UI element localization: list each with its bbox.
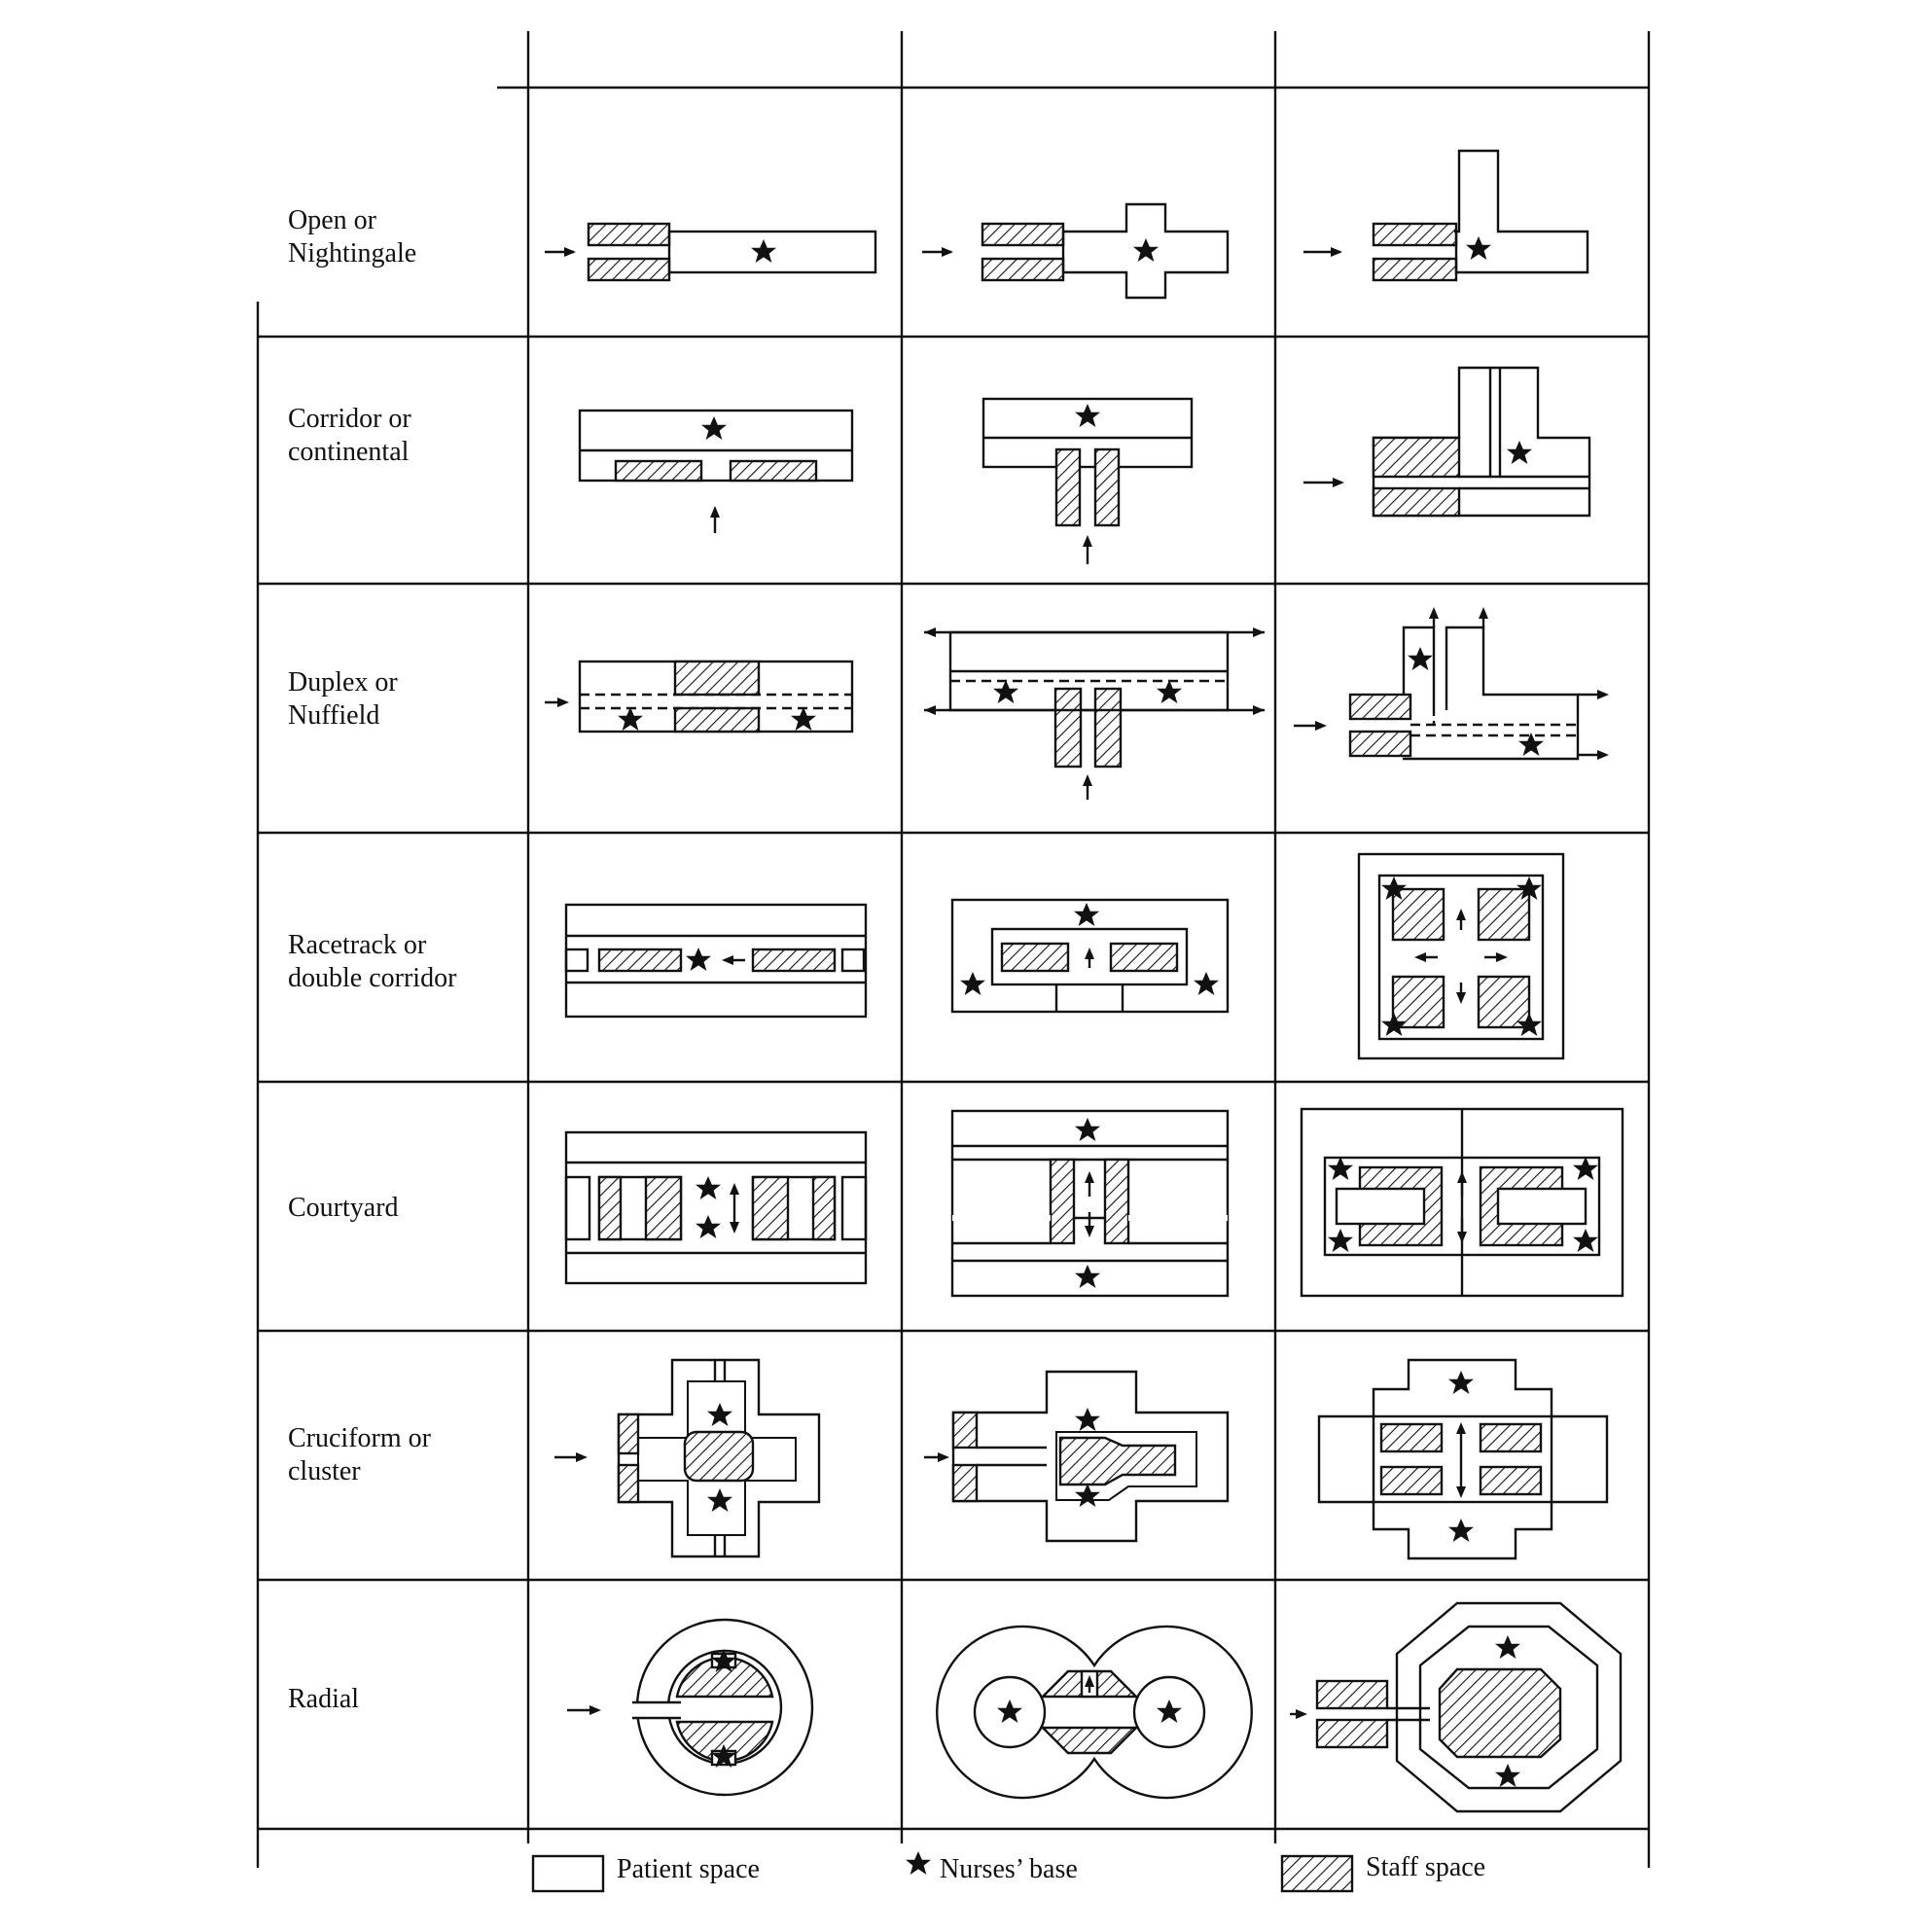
nightingale-plan-2 [922, 202, 1230, 300]
star-icon [696, 1176, 721, 1199]
staff-space-swatch [1280, 1854, 1354, 1893]
star-icon [707, 1488, 732, 1512]
row-label-corridor: Corridor or continental [288, 404, 411, 467]
corridor-plan-2 [981, 397, 1194, 564]
star-icon [701, 416, 727, 440]
row-label-racetrack: Racetrack or double corridor [288, 930, 457, 993]
star-icon [1157, 680, 1182, 703]
star-icon [1495, 1635, 1520, 1659]
racetrack-plan-1 [564, 903, 868, 1019]
star-icon [960, 972, 985, 995]
star-icon [791, 707, 816, 731]
star-icon [1133, 238, 1159, 262]
duplex-plan-2 [924, 627, 1265, 800]
star-icon [707, 1403, 732, 1426]
star-icon [696, 1215, 721, 1238]
radial-plan-2 [936, 1625, 1253, 1800]
legend [531, 1851, 1354, 1893]
radial-plan-3 [1290, 1601, 1623, 1813]
racetrack-plan-3 [1357, 852, 1565, 1060]
star-icon [1194, 972, 1219, 995]
star-icon [1448, 1519, 1474, 1542]
courtyard-plan-3 [1300, 1107, 1624, 1298]
radial-plan-1 [567, 1618, 814, 1797]
legend-staff-space: Staff space [1366, 1852, 1486, 1882]
star-icon [751, 239, 776, 263]
star-icon [906, 1851, 931, 1875]
courtyard-plan-2 [950, 1109, 1230, 1298]
cruciform-plan-1 [554, 1358, 821, 1558]
star-icon [1075, 1118, 1100, 1141]
star-icon [1448, 1371, 1474, 1394]
racetrack-plan-2 [950, 898, 1230, 1014]
star-icon [1408, 647, 1433, 670]
row-label-radial: Radial [288, 1684, 360, 1714]
star-icon [1466, 236, 1491, 260]
star-icon [1075, 1484, 1100, 1507]
patient-space-swatch [531, 1854, 605, 1893]
star-icon [1507, 441, 1532, 464]
duplex-plan-1 [545, 660, 854, 733]
star-icon [1075, 404, 1100, 427]
star-icon [686, 948, 711, 971]
star-icon [1573, 1157, 1598, 1180]
table-grid [256, 31, 1651, 1868]
star-icon [618, 707, 643, 731]
courtyard-plan-1 [564, 1130, 868, 1285]
star-icon [993, 680, 1018, 703]
corridor-plan-3 [1303, 366, 1591, 518]
nightingale-plan-1 [545, 222, 877, 282]
legend-nurses-base: Nurses’ base [940, 1854, 1078, 1884]
row-label-duplex: Duplex or Nuffield [288, 667, 398, 731]
cruciform-plan-2 [924, 1370, 1230, 1543]
row-label-cruciform: Cruciform or cluster [288, 1423, 431, 1486]
legend-patient-space: Patient space [617, 1854, 760, 1884]
corridor-plan-1 [578, 409, 854, 533]
cruciform-plan-3 [1317, 1358, 1609, 1560]
star-icon [1328, 1157, 1353, 1180]
star-icon [1075, 1265, 1100, 1288]
star-icon [1074, 903, 1099, 926]
star-icon [1075, 1408, 1100, 1431]
star-icon [1495, 1764, 1520, 1787]
nightingale-plan-3 [1303, 149, 1589, 282]
row-label-courtyard: Courtyard [288, 1193, 399, 1223]
row-label-nightingale: Open or Nightingale [288, 205, 417, 268]
star-icon [1328, 1229, 1353, 1252]
star-icon [1573, 1229, 1598, 1252]
duplex-plan-3 [1294, 607, 1609, 761]
